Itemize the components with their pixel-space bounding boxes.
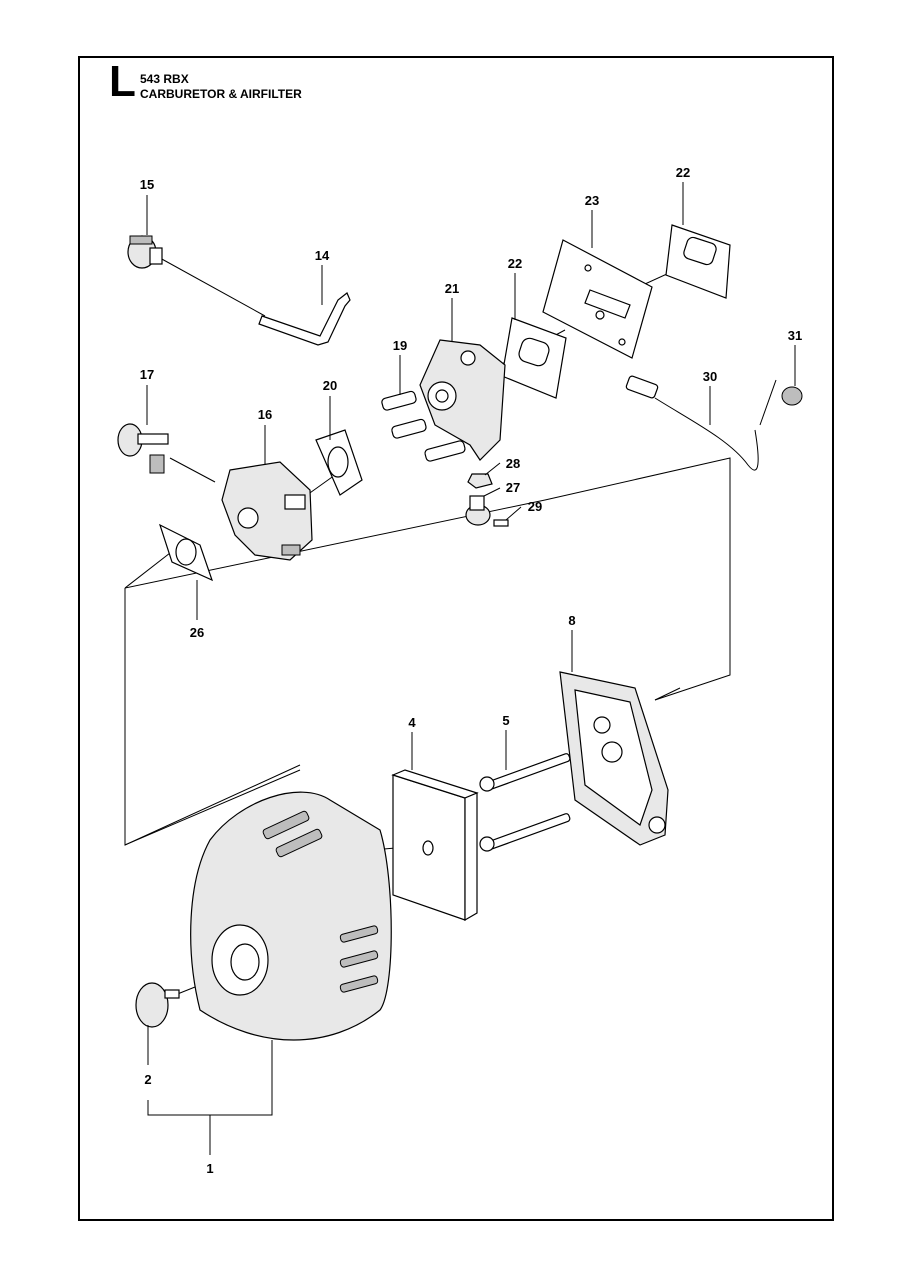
callout-8: 8 — [568, 613, 575, 628]
callout-16: 16 — [258, 407, 272, 422]
diagram-title: CARBURETOR & AIRFILTER — [140, 87, 302, 101]
model-name: 543 RBX — [140, 72, 189, 86]
callout-28: 28 — [506, 456, 520, 471]
callout-23: 23 — [585, 193, 599, 208]
carburetor-gasket-part — [315, 429, 363, 496]
callout-20: 20 — [323, 378, 337, 393]
callout-numbers: 15 14 23 22 22 21 19 17 20 16 30 31 28 2… — [140, 165, 802, 1176]
callout-30: 30 — [703, 369, 717, 384]
callout-31: 31 — [788, 328, 802, 343]
primer-bulb-part — [127, 235, 163, 269]
callout-29: 29 — [528, 499, 542, 514]
throttle-cable-part — [625, 375, 777, 471]
screws-part — [381, 390, 466, 462]
callout-14: 14 — [315, 248, 330, 263]
callout-leaders — [146, 182, 796, 1155]
small-screw-part — [493, 519, 509, 527]
insulator-plate-part — [542, 239, 653, 359]
callout-27: 27 — [506, 480, 520, 495]
callout-22-upper: 22 — [676, 165, 690, 180]
intake-manifold-part — [419, 339, 506, 461]
nut-part — [467, 473, 493, 489]
airbox-gasket-part — [158, 523, 214, 582]
callout-21: 21 — [445, 281, 459, 296]
callout-5: 5 — [502, 713, 509, 728]
airfilter-housing-part — [559, 671, 669, 846]
callout-4: 4 — [408, 715, 416, 730]
grommet-part — [781, 386, 803, 406]
gasket-lower-part — [501, 317, 567, 399]
callout-19: 19 — [393, 338, 407, 353]
choke-lever-part — [117, 423, 169, 474]
callout-26: 26 — [190, 625, 204, 640]
airfilter-cover-part — [190, 791, 392, 1041]
section-letter: L — [109, 57, 136, 106]
carburetor-part — [221, 461, 313, 561]
gasket-upper-part — [665, 224, 731, 299]
air-filter-part — [391, 769, 479, 922]
fuel-hose-part — [258, 292, 351, 346]
callout-22-lower: 22 — [508, 256, 522, 271]
callout-1: 1 — [206, 1161, 213, 1176]
callout-2: 2 — [144, 1072, 151, 1087]
page-frame — [78, 56, 834, 1221]
housing-screws-part — [479, 753, 571, 852]
cover-knob-part — [135, 982, 180, 1028]
callout-17: 17 — [140, 367, 154, 382]
callout-15: 15 — [140, 177, 154, 192]
valve-part — [465, 495, 491, 526]
